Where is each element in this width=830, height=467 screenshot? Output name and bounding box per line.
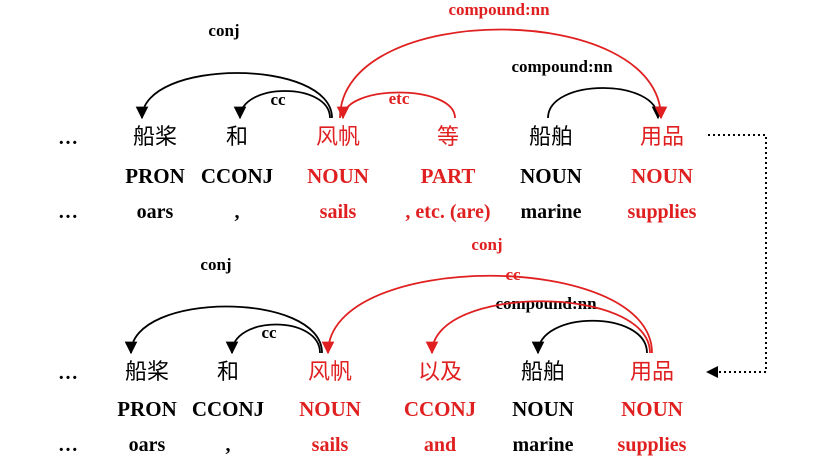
token-word: 和 — [217, 360, 239, 385]
dependency-arc — [321, 274, 653, 355]
token-gloss: sails — [312, 434, 349, 456]
token-word: 船桨 — [125, 360, 169, 385]
token-gloss: marine — [512, 434, 573, 456]
token-pos: CCONJ — [404, 397, 476, 421]
token-gloss: marine — [520, 201, 581, 223]
dependency-arc — [339, 28, 668, 120]
dependency-arc — [531, 319, 648, 355]
dependency-arc — [225, 323, 321, 355]
token-pos: NOUN — [631, 164, 693, 188]
dependency-arc — [336, 91, 456, 120]
token-word: 和 — [226, 125, 248, 150]
ellipsis: … — [58, 201, 78, 223]
dotted-connector-line — [708, 134, 767, 373]
token-gloss: supplies — [628, 201, 697, 223]
token-pos: CCONJ — [192, 397, 264, 421]
token-gloss: , — [226, 434, 231, 456]
token-pos: NOUN — [520, 164, 582, 188]
token-word: 等 — [437, 125, 459, 150]
ellipsis: … — [58, 127, 78, 149]
arc-label: cc — [261, 323, 277, 342]
token-word: 船舶 — [529, 125, 573, 150]
token-pos: PRON — [117, 397, 177, 421]
bottom-sentence: … … 船桨 PRON oars 和 CCONJ, 风帆 NOUN sails 以及 CCONJ and… — [58, 235, 687, 456]
token-pos: CCONJ — [201, 164, 273, 188]
arc-label: compound:nn — [511, 57, 613, 76]
ellipsis: … — [58, 362, 78, 384]
arc-label: cc — [270, 90, 286, 109]
token-pos: NOUN — [621, 397, 683, 421]
arc-label: conj — [208, 21, 239, 40]
arc-label: compound:nn — [495, 294, 597, 313]
transform-connector — [706, 134, 767, 378]
token-word: 用品 — [640, 125, 684, 150]
ellipsis: … — [58, 434, 78, 456]
token-pos: NOUN — [512, 397, 574, 421]
token-pos: NOUN — [299, 397, 361, 421]
token-gloss: oars — [137, 201, 174, 223]
arc-label: cc — [505, 265, 521, 284]
token-gloss: oars — [129, 434, 166, 456]
dependency-arc — [124, 305, 323, 355]
token-gloss: , — [235, 201, 240, 223]
token-gloss: and — [424, 434, 456, 456]
token-pos: PART — [421, 164, 476, 188]
arc-label: conj — [200, 255, 231, 274]
connector-arrow-icon — [706, 366, 718, 378]
top-sentence: … … 船桨 PRON oars 和 CCONJ, 风帆 NOUN sails 等 PART , etc… — [58, 0, 697, 223]
token-word: 用品 — [630, 360, 674, 385]
token-gloss: , etc. (are) — [405, 201, 490, 223]
token-word: 以及 — [418, 360, 462, 385]
token-word: 船桨 — [133, 125, 177, 150]
token-pos: PRON — [125, 164, 185, 188]
arc-label: etc — [389, 89, 410, 108]
arc-label: conj — [471, 235, 502, 254]
token-word: 船舶 — [521, 360, 565, 385]
token-word: 风帆 — [308, 360, 352, 385]
token-gloss: sails — [320, 201, 357, 223]
dependency-arc — [547, 87, 665, 120]
dependency-arc — [135, 72, 333, 120]
dependency-arc — [233, 90, 331, 120]
token-gloss: supplies — [618, 434, 687, 456]
dependency-arc — [425, 300, 651, 355]
token-word: 风帆 — [316, 125, 360, 150]
arc-label: compound:nn — [448, 0, 550, 19]
token-pos: NOUN — [307, 164, 369, 188]
